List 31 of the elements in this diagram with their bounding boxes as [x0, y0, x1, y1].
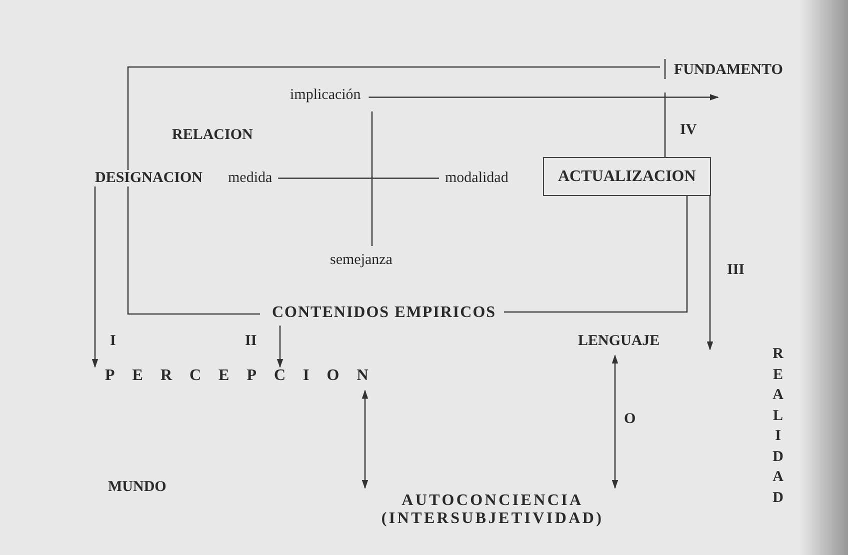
arrow — [362, 390, 368, 489]
relation-term: modalidad — [445, 170, 508, 186]
edge-label: II — [245, 333, 257, 350]
concept-label: CONTENIDOS EMPIRICOS — [272, 304, 496, 322]
concept-box: ACTUALIZACION — [543, 157, 711, 196]
edge-label: O — [624, 411, 636, 428]
side-heading: REALIDAD — [772, 345, 784, 508]
group-heading: RELACION — [172, 127, 253, 144]
relation-term: medida — [228, 170, 272, 186]
connector-line — [127, 186, 260, 315]
concept-label: LENGUAJE — [578, 333, 686, 350]
concept-label: DESIGNACION — [95, 170, 203, 186]
connector-line — [278, 178, 439, 179]
relation-term: semejanza — [330, 252, 392, 268]
concept-label: PERCEPCION — [90, 367, 386, 385]
connector-line — [664, 92, 666, 157]
concept-label: AUTOCONCIENCIA (INTERSUBJETIVIDAD) — [350, 492, 635, 528]
connector-line — [127, 66, 660, 170]
arrow — [276, 326, 284, 368]
concept-label: FUNDAMENTO — [660, 62, 783, 92]
arrow — [706, 196, 714, 350]
connector-line — [504, 196, 688, 313]
arrow — [612, 354, 618, 489]
edge-label: III — [727, 262, 745, 278]
arrow — [368, 94, 719, 100]
connector-line — [371, 112, 373, 246]
concept-label: MUNDO — [108, 479, 166, 496]
edge-label: IV — [680, 122, 697, 138]
relation-term: implicación — [290, 87, 361, 104]
edge-label: I — [110, 333, 116, 350]
arrow — [92, 186, 98, 368]
